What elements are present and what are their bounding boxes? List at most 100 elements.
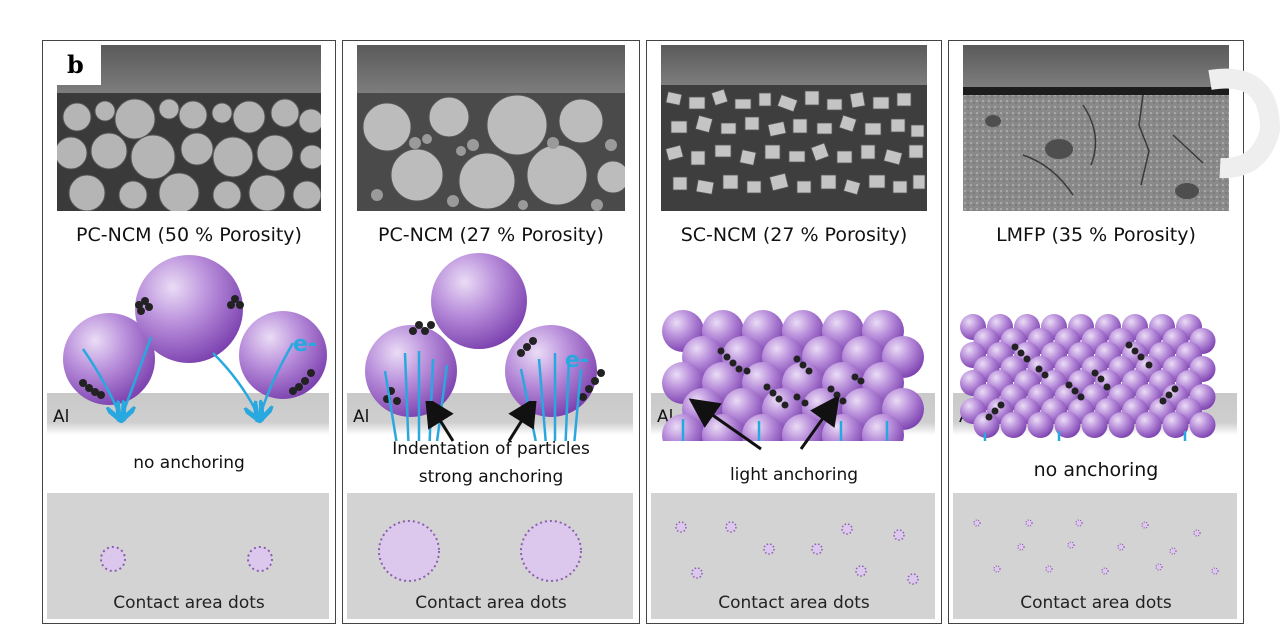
carbon-particle [775,395,783,403]
carbon-particle [769,389,777,397]
pointer-arrow [799,397,840,450]
contact-area [953,493,1237,619]
panel-caption: SC-NCM (27 % Porosity) [680,224,908,246]
contact-dot [907,573,919,585]
electron-label: e- [565,348,589,373]
contact-dot [763,543,775,555]
panel-caption: PC-NCM (50 % Porosity) [76,224,302,246]
carbon-particle [793,355,801,363]
contact-area [651,493,935,619]
carbon-particle [1023,355,1031,363]
contact-dot [100,546,126,572]
contact-dot [1025,519,1033,527]
carbon-particle [1035,365,1043,373]
contact-dot [691,567,703,579]
panel-caption: LMFP (35 % Porosity) [996,224,1196,246]
anchoring-label-line2: strong anchoring [418,467,564,487]
carbon-particle [1125,341,1133,349]
carbon-particle [1171,385,1179,393]
carbon-particle [1091,369,1099,377]
panel-tag: b [57,45,101,85]
sem-image [661,45,927,211]
carbon-particle [991,407,999,415]
contact-dot [675,521,687,533]
carbon-particle [717,347,725,355]
carbon-particle [1165,391,1173,399]
particle [135,255,243,363]
contact-dot [1117,543,1125,551]
carbon-particle [1077,393,1085,401]
contact-dot [378,520,440,582]
particle [1162,412,1189,438]
carbon-particle [1145,361,1153,369]
particle [1108,412,1135,438]
pointer-arrow [425,401,455,442]
sem-image [357,45,625,211]
carbon-particle [743,367,751,375]
carbon-particle [997,401,1005,409]
contact-dot [247,546,273,572]
watermark-fragment [1208,68,1281,179]
carbon-particle [1137,353,1145,361]
particle [1189,412,1216,438]
carbon-particle [1131,347,1139,355]
contact-dot [1075,519,1083,527]
panel-lmfp-35: LMFP (35 % Porosity) Al no anchoring Con… [948,40,1244,624]
indentation-arrows [425,401,537,442]
carbon-particle [833,391,841,399]
sem-image [57,45,321,211]
contact-area [47,493,329,619]
contact-label: Contact area dots [415,593,567,613]
contact-dot [973,519,981,527]
contact-label: Contact area dots [113,593,265,613]
contact-dot [1155,563,1163,571]
particle [1135,412,1162,438]
carbon-particle [1159,397,1167,405]
al-label: Al [353,407,370,427]
carbon-particle [1103,383,1111,391]
carbon-particle [851,373,859,381]
pointer-arrow [688,398,762,451]
anchoring-label: no anchoring [1033,459,1159,481]
carbon-particle [1065,381,1073,389]
contact-dot [893,529,905,541]
carbon-particle [735,365,743,373]
light-anchoring-arrows [688,397,840,451]
particle-diagram [662,310,924,441]
particle [1000,412,1027,438]
particle [742,414,784,441]
carbon-particle [793,393,801,401]
carbon-particle [763,383,771,391]
contact-dot [1211,567,1219,575]
panel-pc-ncm-50: b PC-NCM (50 % Porosity) Al [42,40,336,624]
anchoring-label-line1: Indentation of particles [392,439,590,459]
carbon-particle [857,377,865,385]
particle [1054,412,1081,438]
panel-caption: PC-NCM (27 % Porosity) [378,224,604,246]
al-label: Al [53,407,70,427]
carbon-particle [1041,371,1049,379]
carbon-particle [827,385,835,393]
panel-sc-ncm-27: SC-NCM (27 % Porosity) Al light anchorin… [646,40,942,624]
carbon-particle [729,359,737,367]
sem-image [963,45,1229,211]
contact-dot [1141,521,1149,529]
contact-dot [1193,529,1201,537]
particle [1081,412,1108,438]
contact-dot [811,543,823,555]
contact-dot [1045,565,1053,573]
contact-area [347,493,633,619]
carbon-particle [839,397,847,405]
contact-dot [855,565,867,577]
carbon-particle [1097,375,1105,383]
carbon-particle [781,401,789,409]
carbon-particle [801,399,809,407]
particle [973,412,1000,438]
particle [431,253,527,349]
carbon-particle [1071,387,1079,395]
contact-dot [1169,547,1177,555]
panel-pc-ncm-27: PC-NCM (27 % Porosity) Al e- Indentation… [342,40,640,624]
contact-dot [725,521,737,533]
contact-dot [1017,543,1025,551]
contact-label: Contact area dots [1020,593,1172,613]
